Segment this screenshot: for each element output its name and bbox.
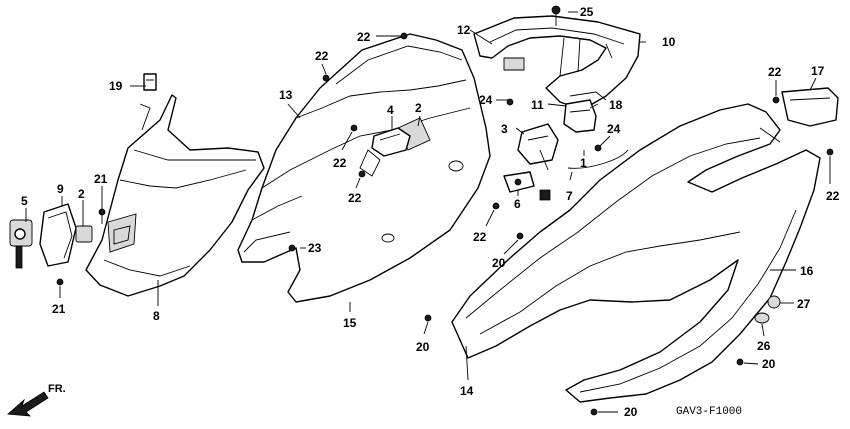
callout-15: 15 [343,316,357,330]
bolt-25 [551,5,561,26]
cap-27 [767,295,781,309]
leader-lines [25,11,831,413]
callout-22b: 22 [315,49,329,63]
fasteners [288,32,834,416]
callout-18: 18 [609,98,623,112]
callout-5: 5 [21,194,28,208]
front-direction-arrow: FR. [7,383,66,417]
callout-12: 12 [457,23,471,37]
callout-8: 8 [153,309,160,323]
callout-24a: 24 [479,93,493,107]
callout-3: 3 [501,122,508,136]
callout-20d: 20 [624,405,638,419]
callout-14: 14 [460,384,474,398]
callout-20a: 20 [492,256,506,270]
callout-2b: 2 [415,101,422,115]
callout-26: 26 [757,339,771,353]
front-lower-cover [85,94,265,297]
direction-label: FR. [48,383,66,395]
callout-7: 7 [566,189,573,203]
callout-10: 10 [662,35,676,49]
screw-21a [98,208,106,224]
right-side-cover [451,103,821,403]
callout-22c: 22 [333,156,347,170]
latch-4 [371,127,411,157]
callout-24b: 24 [607,122,621,136]
screw-21b [56,278,64,286]
callout-25: 25 [580,5,594,19]
callout-2a: 2 [78,187,85,201]
diagram-code: GAV3-F1000 [676,406,742,418]
callout-17: 17 [811,64,825,78]
grip-bracket-17 [781,87,839,127]
callouts: 1 2 2 3 4 5 6 7 8 9 10 11 12 13 14 15 16… [21,5,840,419]
lid [39,203,93,267]
callout-21b: 21 [52,302,66,316]
ignition-key [9,219,33,269]
callout-22a: 22 [357,30,371,44]
callout-13: 13 [279,88,293,102]
callout-22g: 22 [826,189,840,203]
callout-22e: 22 [473,230,487,244]
cable-7 [567,149,629,169]
callout-20c: 20 [762,357,776,371]
callout-4: 4 [387,103,394,117]
grommet-26 [754,312,770,324]
callout-23: 23 [308,241,322,255]
callout-21a: 21 [94,172,108,186]
callout-9: 9 [57,182,64,196]
callout-16: 16 [800,264,814,278]
callout-27: 27 [797,297,811,311]
callout-19: 19 [109,79,123,93]
callout-20b: 20 [416,340,430,354]
clip-19 [143,73,157,91]
lock-cylinder-6 [503,171,551,201]
body-cover [237,33,491,303]
callout-22f: 22 [768,65,782,79]
seat-lock [517,123,559,171]
callout-6: 6 [514,197,521,211]
callout-11: 11 [531,98,544,112]
callout-1: 1 [580,156,587,170]
callout-22d: 22 [348,191,362,205]
bracket-18 [563,99,597,133]
rear-carrier [473,15,641,111]
